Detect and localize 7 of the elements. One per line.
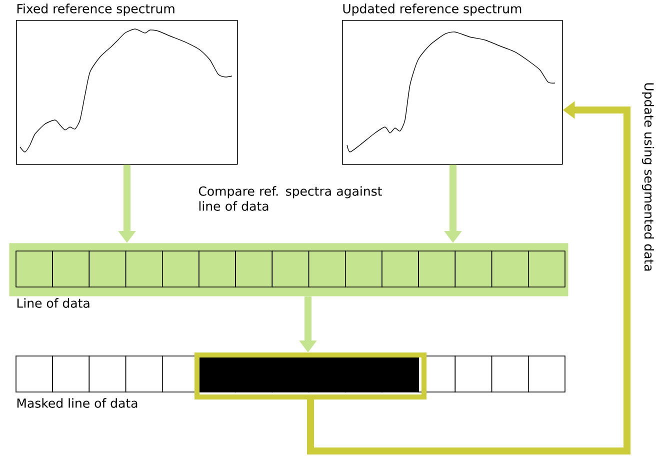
annotation-text: Compare ref. spectra against line of data — [198, 186, 382, 211]
row-label: Line of data — [17, 298, 90, 308]
edge-label: Update using segmented data — [642, 83, 654, 271]
plot-title: Fixed reference spectrum — [17, 4, 174, 16]
plot-title: Updated reference spectrum — [343, 4, 522, 16]
highlight-frame — [194, 352, 426, 400]
row-label: Masked line of data — [17, 398, 138, 408]
